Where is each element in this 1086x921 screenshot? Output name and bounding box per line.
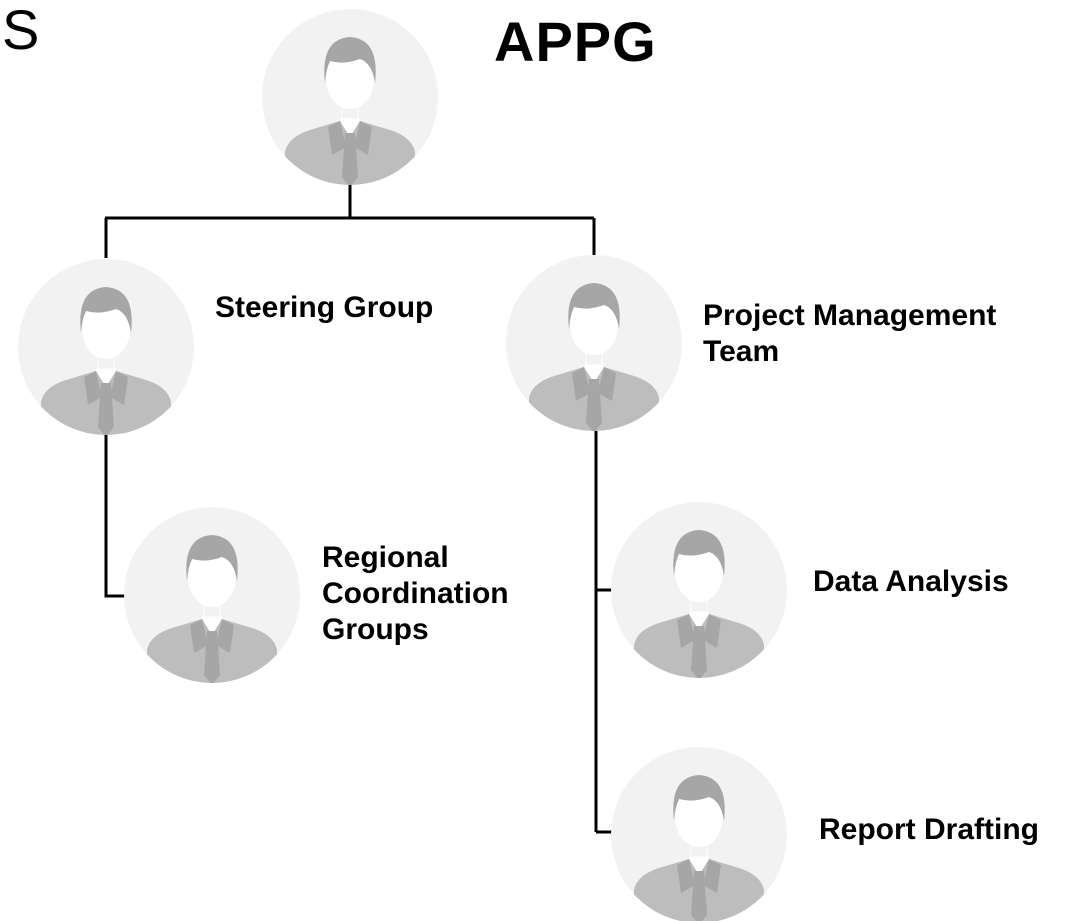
page-title: APPG <box>494 10 657 73</box>
person-avatar-icon <box>147 535 277 683</box>
label-regional-coordination-groups: Regional Coordination Groups <box>322 540 509 648</box>
label-project-management-team: Project Management Team <box>703 298 996 370</box>
person-avatar-icon <box>634 775 764 921</box>
connectors <box>104 185 612 834</box>
label-regional-line3: Groups <box>322 613 429 646</box>
connector-steering-to-regional <box>104 435 125 598</box>
avatar-project-management-team <box>506 255 682 431</box>
label-regional-line2: Coordination <box>322 577 509 610</box>
label-pmt-line2: Team <box>703 335 780 368</box>
person-avatar-icon <box>285 37 415 185</box>
person-avatar-icon <box>41 287 171 435</box>
person-avatar-icon <box>634 530 764 678</box>
avatar-root <box>262 9 438 185</box>
avatar-report-drafting <box>611 747 787 921</box>
label-pmt-line1: Project Management <box>703 299 997 332</box>
person-avatar-icon <box>529 283 659 431</box>
avatar-steering-group <box>18 259 194 435</box>
label-steering-group: Steering Group <box>215 291 434 324</box>
corner-text: S <box>2 0 40 61</box>
avatar-regional-coordination-groups <box>124 507 300 683</box>
label-report-drafting: Report Drafting <box>819 813 1039 846</box>
label-regional-line1: Regional <box>322 541 449 574</box>
avatar-data-analysis <box>611 502 787 678</box>
label-data-analysis: Data Analysis <box>813 565 1009 598</box>
